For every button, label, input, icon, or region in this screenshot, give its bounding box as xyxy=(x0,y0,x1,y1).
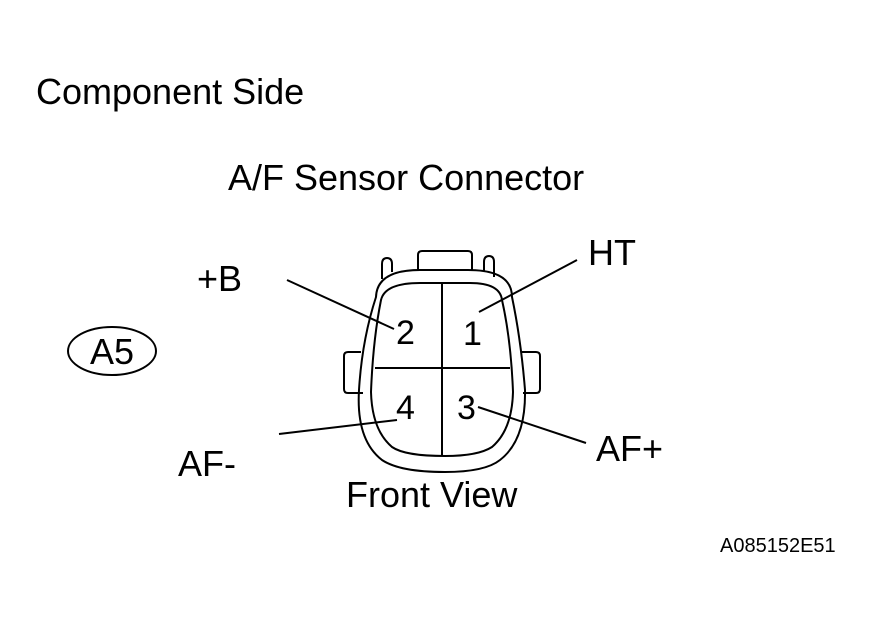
left-post xyxy=(381,256,393,279)
connector-body xyxy=(343,250,541,474)
leader-line-af-minus xyxy=(278,419,398,435)
connector-id-badge: A5 xyxy=(67,326,157,376)
pin-number-3: 3 xyxy=(457,389,476,427)
pin-number-1: 1 xyxy=(463,315,482,353)
figure-code: A085152E51 xyxy=(720,535,836,557)
component-side-label: Component Side xyxy=(36,71,304,112)
pin-number-4: 4 xyxy=(396,389,415,427)
signal-label-ht: HT xyxy=(588,232,636,273)
pin-number-2: 2 xyxy=(396,314,415,352)
left-tab xyxy=(343,351,363,394)
top-latch xyxy=(417,250,473,270)
leader-line-af-plus xyxy=(477,406,587,444)
connector-outer-shell xyxy=(357,269,527,474)
connector-id-oval xyxy=(67,326,157,376)
connector-inner-shell xyxy=(369,282,515,458)
leader-line-ht xyxy=(478,259,578,313)
signal-label-af-plus: AF+ xyxy=(596,428,663,469)
front-view-label: Front View xyxy=(346,474,518,515)
connector-title: A/F Sensor Connector xyxy=(228,157,584,198)
right-tab xyxy=(522,351,541,394)
signal-label-af-minus: AF- xyxy=(178,443,236,484)
connector-id-text: A5 xyxy=(90,331,134,372)
right-post xyxy=(483,254,495,277)
signal-label-plus-b: +B xyxy=(197,258,242,299)
leader-line-plus-b xyxy=(286,279,395,330)
